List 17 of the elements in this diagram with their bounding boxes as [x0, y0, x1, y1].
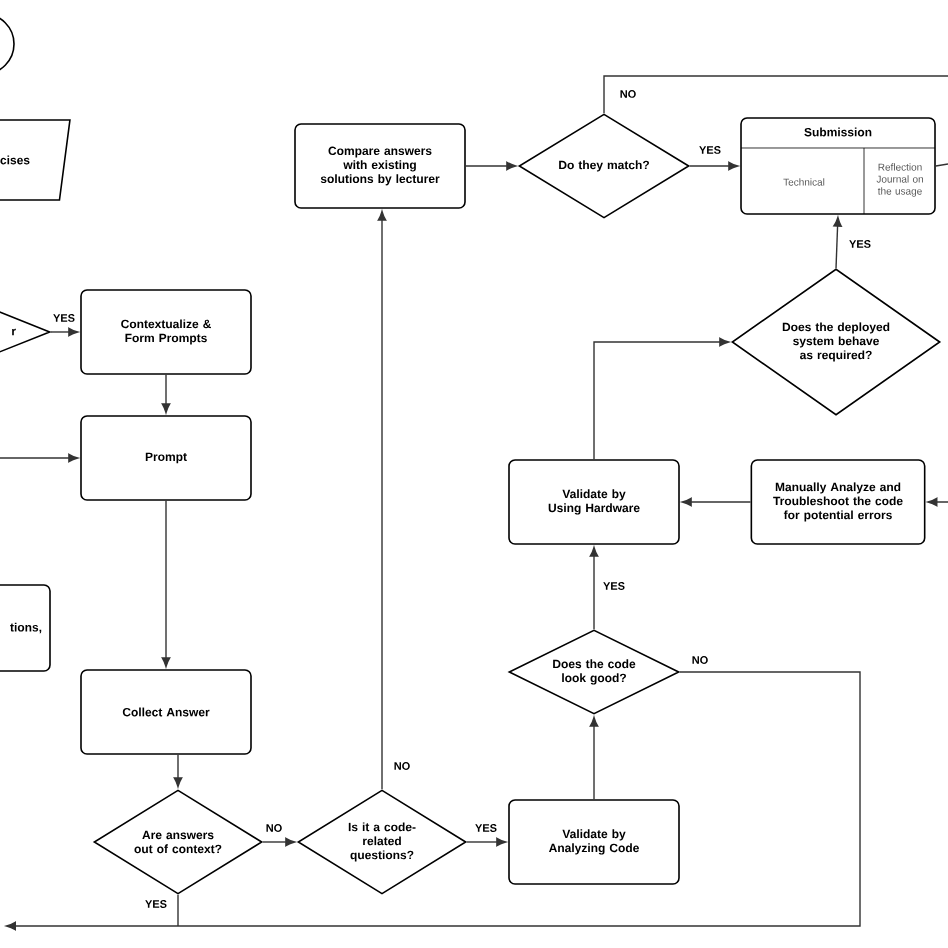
arrow [161, 500, 171, 668]
arrow [173, 754, 183, 788]
arrow [833, 216, 842, 269]
arrow [161, 374, 171, 414]
arrow [589, 546, 599, 630]
arrow [927, 497, 948, 507]
arrow [262, 837, 296, 847]
arrow [589, 716, 599, 800]
arrow [681, 497, 752, 507]
arrow [466, 837, 507, 847]
arrow [689, 161, 739, 171]
arrow [593, 337, 730, 460]
arrow [377, 210, 387, 790]
arrow [5, 671, 861, 931]
arrow [50, 327, 79, 337]
arrow [0, 453, 79, 463]
arrow [465, 161, 517, 171]
